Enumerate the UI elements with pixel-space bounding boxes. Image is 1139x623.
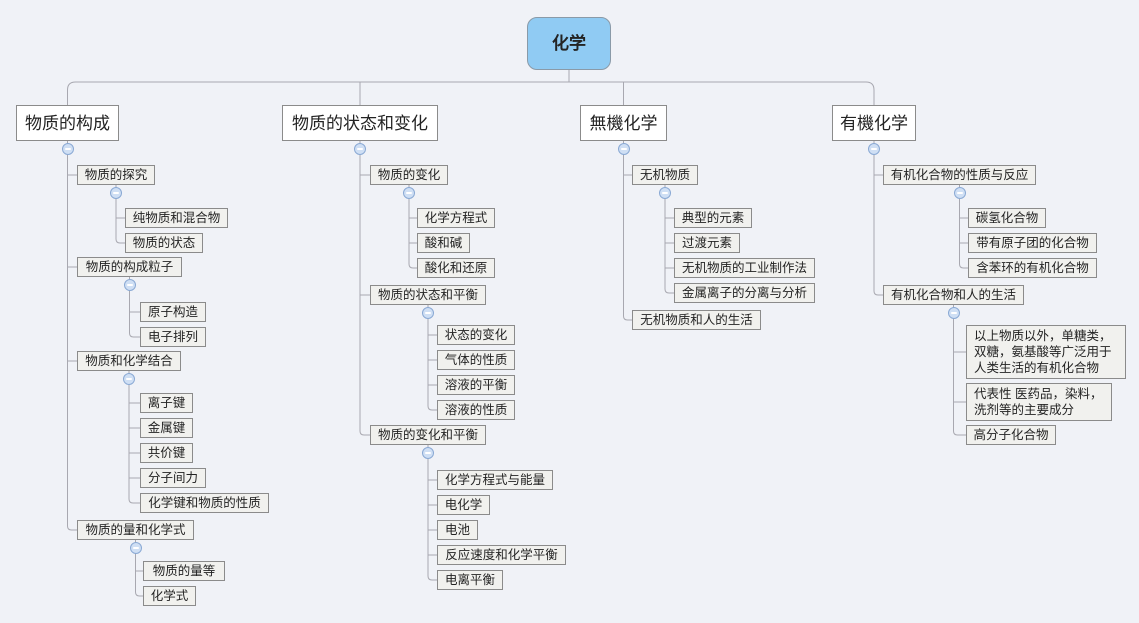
node-polymer-compounds[interactable]: 高分子化合物 [966, 425, 1056, 445]
node-states-of-matter[interactable]: 物质的状态 [125, 233, 203, 253]
minus-dash [950, 312, 957, 314]
node-constituent-particles-of-matter[interactable]: 物质的构成粒子 [77, 257, 182, 277]
node-oxidation-and-reduction[interactable]: 酸化和还原 [417, 258, 495, 278]
collapse-minus-icon[interactable] [403, 187, 415, 199]
minus-dash [126, 284, 133, 286]
node-amount-of-substance-and-formula[interactable]: 物质的量和化学式 [77, 520, 194, 540]
minus-dash [113, 192, 119, 194]
collapse-minus-icon[interactable] [110, 187, 122, 199]
node-changes-of-matter[interactable]: 物质的变化 [370, 165, 448, 185]
collapse-minus-icon[interactable] [617, 143, 630, 155]
collapse-minus-icon[interactable] [422, 307, 434, 319]
node-atomic-structure[interactable]: 原子构造 [140, 302, 206, 322]
node-ionic-bond[interactable]: 离子键 [140, 393, 193, 413]
node-amount-of-substance[interactable]: 物质的量等 [143, 561, 225, 581]
node-inorganic-substances-and-life[interactable]: 无机物质和人的生活 [632, 310, 761, 330]
collapse-minus-icon[interactable] [123, 373, 135, 385]
node-battery[interactable]: 电池 [437, 520, 478, 540]
node-solution-properties[interactable]: 溶液的性质 [437, 400, 515, 420]
node-changes-and-equilibrium[interactable]: 物质的变化和平衡 [370, 425, 486, 445]
node-chemical-equations[interactable]: 化学方程式 [417, 208, 495, 228]
node-inorganic-substances[interactable]: 无机物质 [632, 165, 698, 185]
node-metal-ion-separation-analysis[interactable]: 金属离子的分离与分析 [674, 283, 815, 303]
node-typical-elements[interactable]: 典型的元素 [674, 208, 752, 228]
minus-dash [620, 148, 627, 150]
node-chemical-bonds-and-properties[interactable]: 化学键和物质的性质 [140, 493, 269, 513]
node-representative-main-components[interactable]: 代表性 医药品，染料，洗剂等的主要成分 [966, 383, 1112, 421]
node-equations-and-energy[interactable]: 化学方程式与能量 [437, 470, 553, 490]
node-chemical-formula[interactable]: 化学式 [143, 586, 196, 606]
collapse-minus-icon[interactable] [953, 187, 966, 199]
minus-dash [425, 452, 431, 454]
node-inorganic-chemistry[interactable]: 無機化学 [580, 105, 667, 141]
node-electrochemistry[interactable]: 电化学 [437, 495, 490, 515]
node-industrial-production-methods[interactable]: 无机物质的工业制作法 [674, 258, 815, 278]
node-exploration-of-matter[interactable]: 物质的探究 [77, 165, 155, 185]
node-organic-compounds-and-life[interactable]: 有机化合物和人的生活 [883, 285, 1024, 305]
node-states-and-changes-of-matter[interactable]: 物质的状态和变化 [282, 105, 438, 141]
collapse-minus-icon[interactable] [129, 542, 142, 554]
node-compounds-with-functional-groups[interactable]: 带有原子团的化合物 [968, 233, 1097, 253]
node-benzene-ring-compounds[interactable]: 含苯环的有机化合物 [968, 258, 1097, 278]
node-solution-equilibrium[interactable]: 溶液的平衡 [437, 375, 515, 395]
node-transition-elements[interactable]: 过渡元素 [674, 233, 740, 253]
minus-dash [357, 148, 363, 150]
node-organic-compound-properties-reactions[interactable]: 有机化合物的性质与反应 [883, 165, 1036, 185]
node-states-and-equilibrium[interactable]: 物质的状态和平衡 [370, 285, 486, 305]
minus-dash [871, 148, 877, 150]
node-hydrocarbons[interactable]: 碳氢化合物 [968, 208, 1046, 228]
node-acids-and-bases[interactable]: 酸和碱 [417, 233, 470, 253]
node-electron-configuration[interactable]: 电子排列 [140, 327, 206, 347]
node-pure-substances-and-mixtures[interactable]: 纯物质和混合物 [125, 208, 228, 228]
node-organic-chemistry[interactable]: 有機化学 [832, 105, 916, 141]
node-chemistry-root[interactable]: 化学 [527, 17, 611, 70]
node-composition-of-matter[interactable]: 物质的构成 [16, 105, 119, 141]
minus-dash [662, 192, 668, 194]
node-gas-properties[interactable]: 气体的性质 [437, 350, 515, 370]
node-other-organic-compounds-in-life[interactable]: 以上物质以外，单糖类，双糖，氨基酸等广泛用于人类生活的有机化合物 [966, 325, 1126, 379]
collapse-minus-icon[interactable] [947, 307, 960, 319]
node-intermolecular-forces[interactable]: 分子间力 [140, 468, 206, 488]
node-matter-and-chemical-bonding[interactable]: 物质和化学结合 [77, 351, 181, 371]
collapse-minus-icon[interactable] [354, 143, 366, 155]
minus-dash [406, 192, 412, 194]
minus-dash [64, 148, 71, 150]
node-reaction-rate-and-equilibrium[interactable]: 反应速度和化学平衡 [437, 545, 566, 565]
minus-dash [425, 312, 431, 314]
minus-dash [956, 192, 963, 194]
node-changes-of-state[interactable]: 状态的变化 [437, 325, 515, 345]
node-covalent-bond[interactable]: 共价键 [140, 443, 193, 463]
collapse-minus-icon[interactable] [422, 447, 434, 459]
collapse-minus-icon[interactable] [61, 143, 74, 155]
collapse-minus-icon[interactable] [123, 279, 136, 291]
node-metallic-bond[interactable]: 金属键 [140, 418, 193, 438]
minus-dash [132, 547, 139, 549]
collapse-minus-icon[interactable] [868, 143, 880, 155]
collapse-minus-icon[interactable] [659, 187, 671, 199]
node-ionization-equilibrium[interactable]: 电离平衡 [437, 570, 503, 590]
minus-dash [126, 378, 132, 380]
